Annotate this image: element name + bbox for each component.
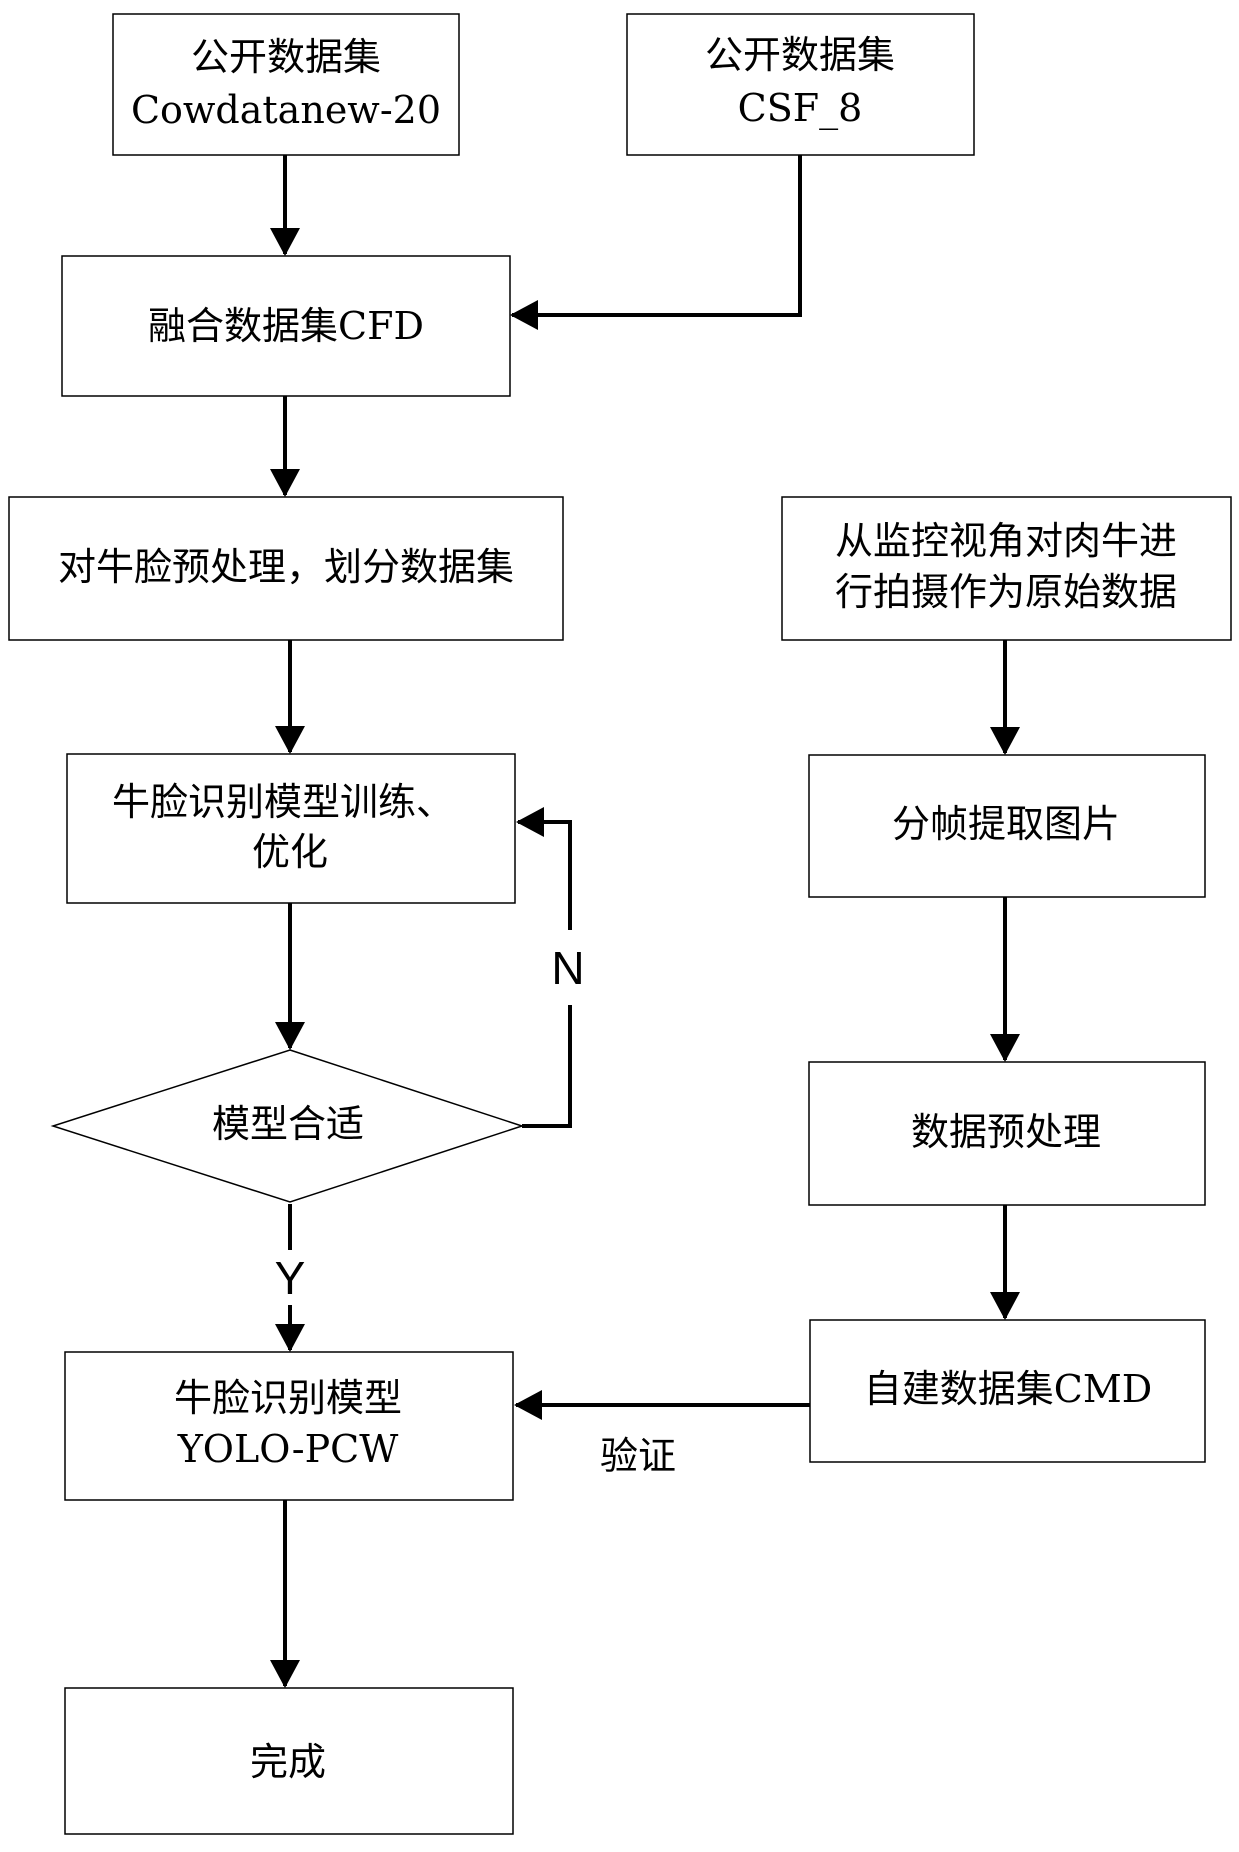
node-data-preprocess-line-1: 数据预处理	[911, 1110, 1101, 1154]
node-fusion-cfd-line-1: 融合数据集CFD	[148, 304, 424, 348]
node-data-preprocess-box	[808, 1061, 1206, 1206]
edge-decision-no-upper	[516, 807, 572, 930]
edges	[270, 155, 1020, 1688]
node-done-line-1: 完成	[250, 1740, 326, 1784]
node-train-optimize-line-2: 优化	[252, 830, 328, 874]
node-public-cowdatanew-box	[112, 13, 460, 156]
edge-decision-no-lower	[522, 1005, 572, 1128]
node-capture-raw-line-2: 行拍摄作为原始数据	[835, 570, 1177, 614]
node-model-yolo-pcw-line-1: 牛脸识别模型	[174, 1376, 402, 1420]
node-public-csf-box	[626, 13, 975, 156]
node-capture-raw-box	[781, 496, 1232, 641]
node-model-yolo-pcw: 牛脸识别模型 YOLO-PCW	[64, 1351, 514, 1501]
node-self-built-cmd-box	[809, 1319, 1206, 1463]
edge-label-yes: Y	[275, 1252, 306, 1304]
edge-label-no: N	[551, 942, 584, 994]
node-public-csf-line-1: 公开数据集	[705, 33, 895, 77]
node-fusion-cfd-box	[61, 255, 511, 397]
node-frame-extract-line-1: 分帧提取图片	[892, 802, 1120, 846]
node-train-optimize-line-1: 牛脸识别模型训练、	[112, 780, 454, 824]
node-frame-extract: 分帧提取图片	[808, 754, 1206, 898]
node-self-built-cmd: 自建数据集CMD	[809, 1319, 1206, 1463]
node-public-cowdatanew-line-2: Cowdatanew-20	[131, 88, 441, 132]
node-preprocess-split-line-1: 对牛脸预处理，划分数据集	[58, 545, 514, 589]
node-train-optimize: 牛脸识别模型训练、 优化	[66, 753, 516, 904]
node-done-box	[64, 1687, 514, 1835]
node-train-optimize-box	[66, 753, 516, 904]
node-model-yolo-pcw-box	[64, 1351, 514, 1501]
node-public-cowdatanew-line-1: 公开数据集	[191, 35, 381, 79]
node-fusion-cfd: 融合数据集CFD	[61, 255, 511, 397]
node-self-built-cmd-line-1: 自建数据集CMD	[864, 1367, 1152, 1411]
node-capture-raw-line-1: 从监控视角对肉牛进	[835, 519, 1177, 563]
node-model-suitable-line-1: 模型合适	[212, 1102, 364, 1146]
node-frame-extract-box	[808, 754, 1206, 898]
edge-csf-to-cfd	[510, 155, 802, 330]
node-model-suitable: 模型合适	[50, 1049, 525, 1203]
node-done: 完成	[64, 1687, 514, 1835]
node-preprocess-split: 对牛脸预处理，划分数据集	[8, 496, 564, 641]
edge-label-verify: 验证	[600, 1434, 676, 1478]
node-public-csf: 公开数据集 CSF_8	[626, 13, 975, 156]
node-model-yolo-pcw-line-2: YOLO-PCW	[177, 1427, 399, 1471]
node-data-preprocess: 数据预处理	[808, 1061, 1206, 1206]
node-model-suitable-diamond	[50, 1049, 525, 1203]
node-capture-raw: 从监控视角对肉牛进 行拍摄作为原始数据	[781, 496, 1232, 641]
node-preprocess-split-box	[8, 496, 564, 641]
node-public-csf-line-2: CSF_8	[738, 86, 863, 131]
node-public-cowdatanew: 公开数据集 Cowdatanew-20	[112, 13, 460, 156]
